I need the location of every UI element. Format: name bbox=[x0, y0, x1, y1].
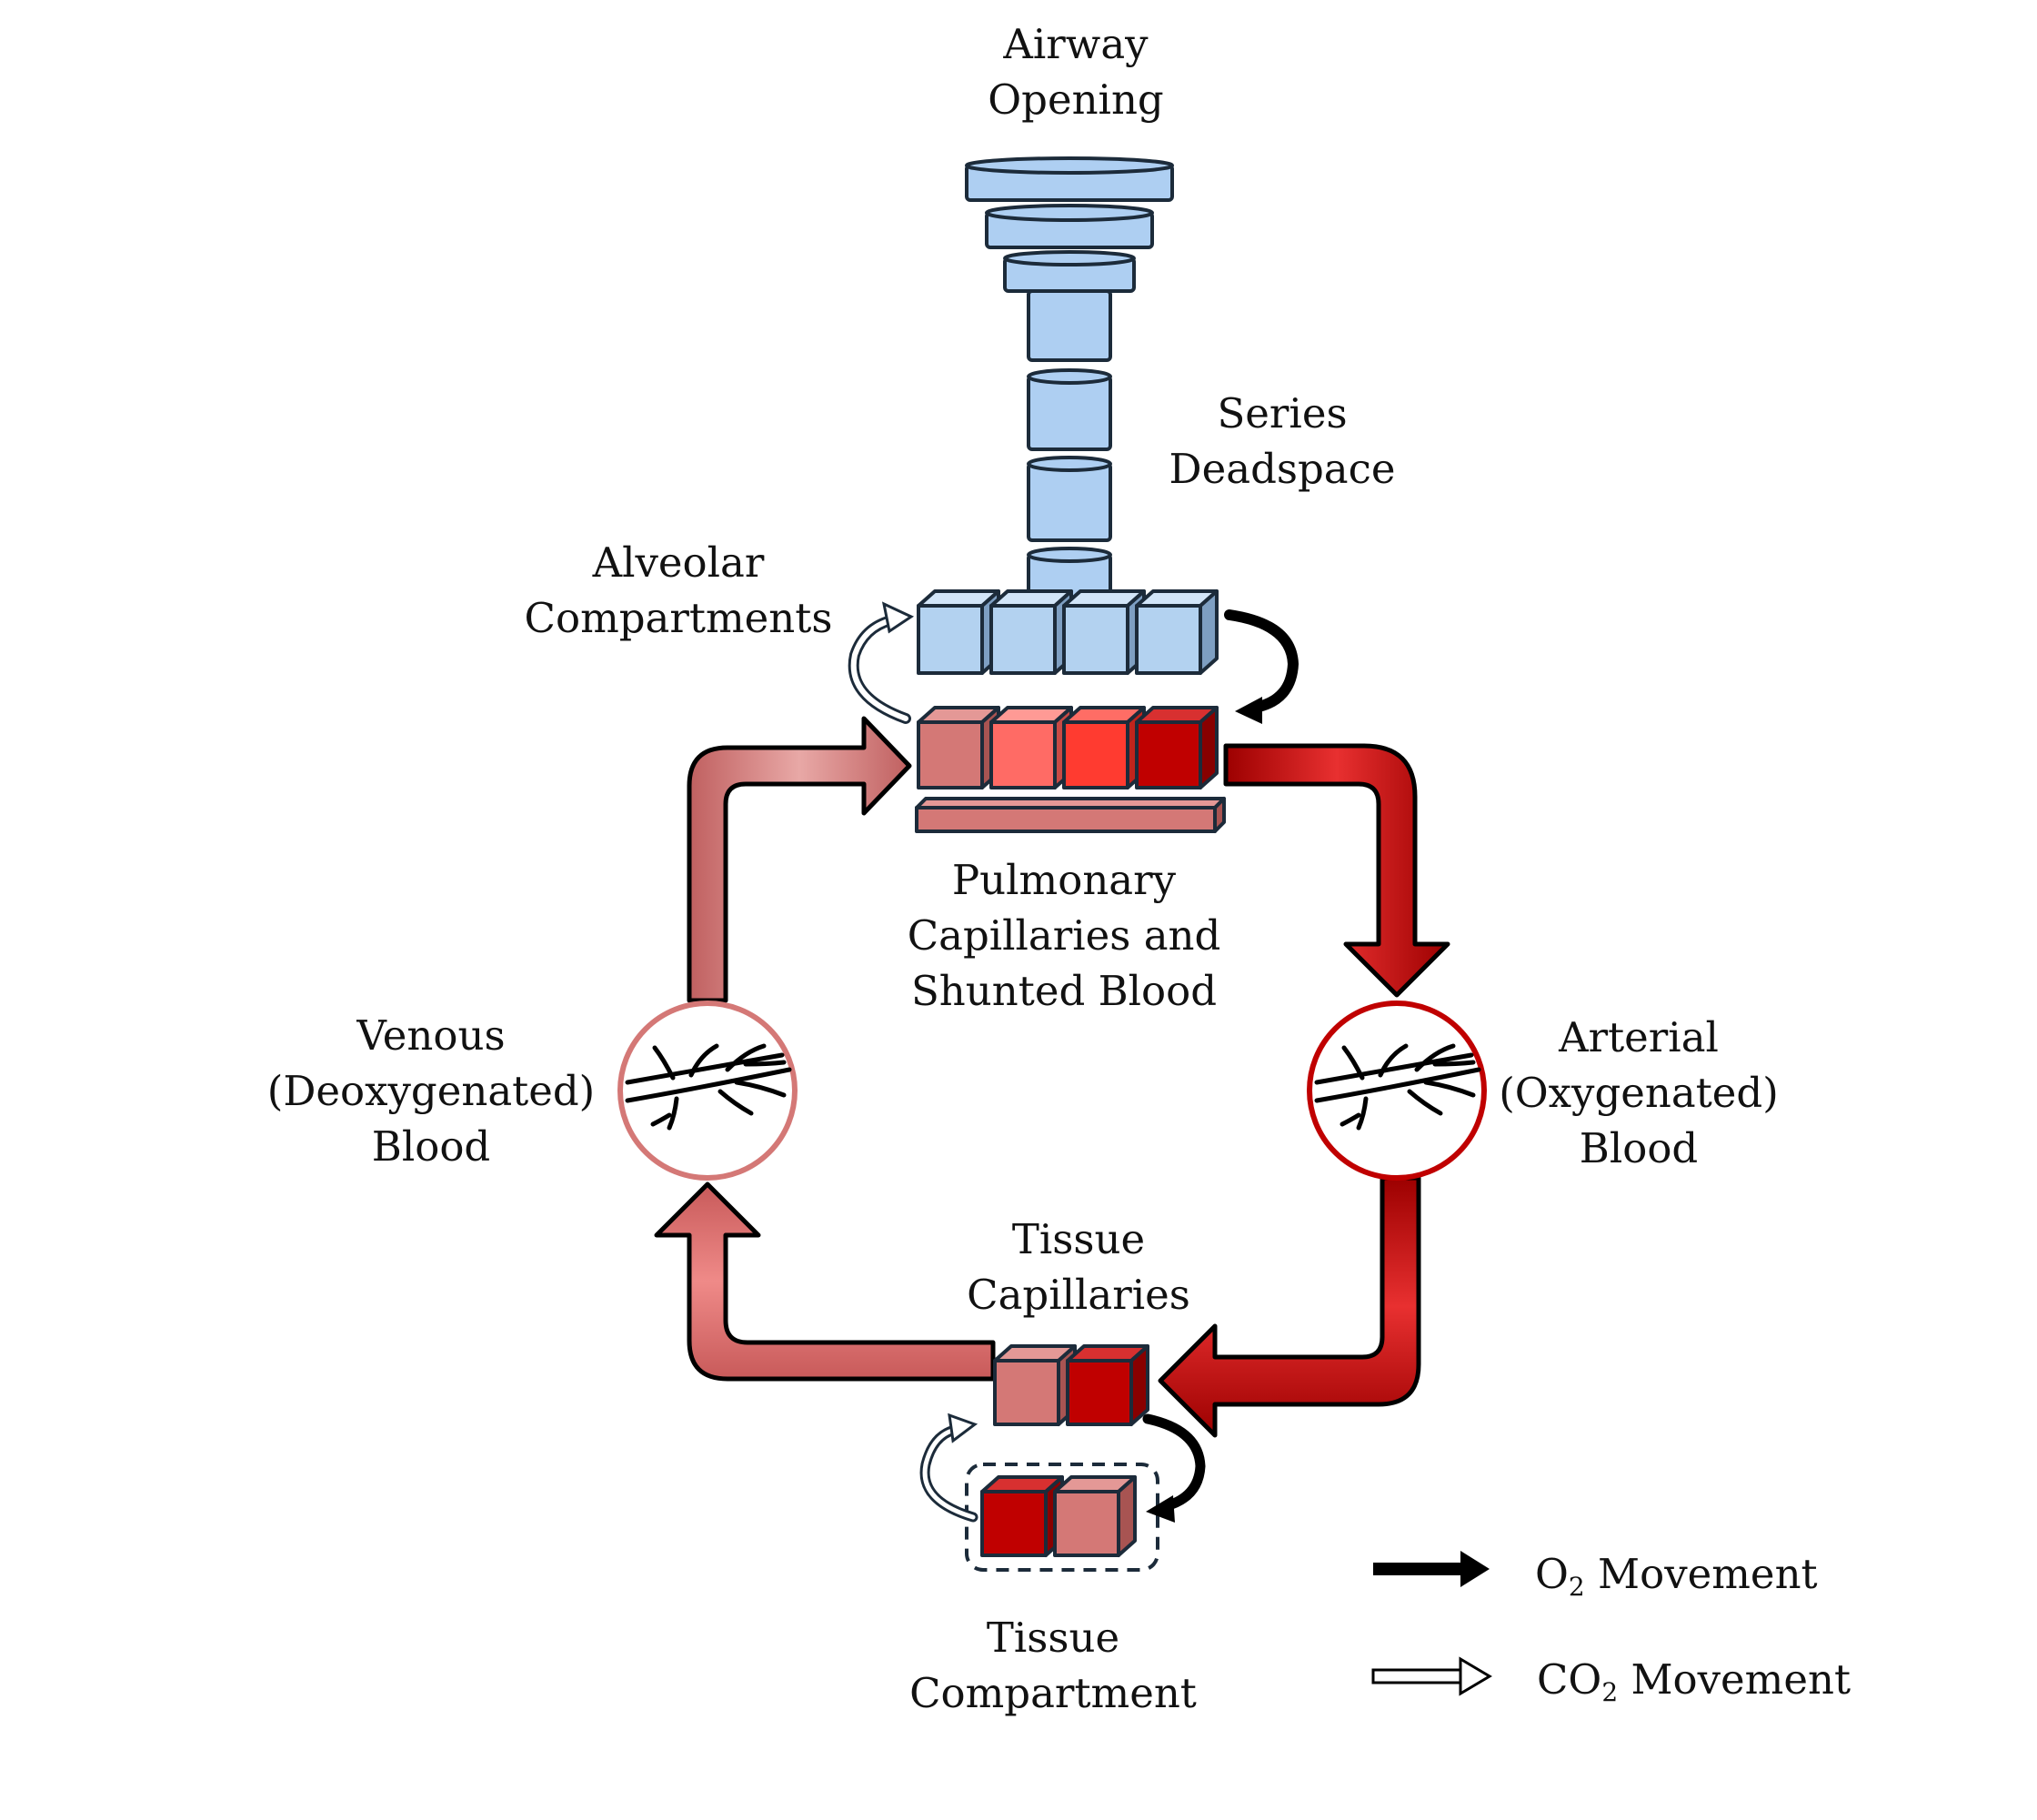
pulmonary-to-arterial-arrow bbox=[1223, 743, 1450, 998]
alveolar-co2-arrow bbox=[848, 601, 915, 724]
alveolar-cube-4 bbox=[1135, 589, 1219, 675]
shunted-blood-bar bbox=[915, 797, 1226, 833]
tissue-o2-arrow bbox=[1142, 1413, 1206, 1523]
tissue-cube-2 bbox=[1053, 1475, 1137, 1557]
alveolar-cube-3 bbox=[1062, 589, 1146, 675]
venous-blood-label: Venous(Deoxygenated)Blood bbox=[266, 1011, 596, 1171]
arterial-blood-circle bbox=[1307, 1000, 1487, 1181]
tissue-to-venous-arrow bbox=[654, 1181, 996, 1382]
airway-disc-1 bbox=[965, 156, 1174, 202]
airway-disc-3 bbox=[1003, 250, 1136, 293]
alveolar-o2-arrow bbox=[1224, 609, 1299, 724]
airway-tube-1 bbox=[1027, 289, 1112, 362]
airway-tube-4 bbox=[1027, 547, 1112, 602]
tissue-capillary-cube-2 bbox=[1066, 1344, 1149, 1426]
alveolar-cube-1 bbox=[917, 589, 1000, 675]
tissue-capillary-cube-1 bbox=[993, 1344, 1077, 1426]
arterial-blood-label: Arterial(Oxygenated)Blood bbox=[1499, 1013, 1779, 1172]
airway-tube-3 bbox=[1027, 456, 1112, 542]
airway-tube-2 bbox=[1027, 368, 1112, 451]
legend-co2-label: CO2 Movement bbox=[1537, 1655, 1851, 1707]
airway-tree bbox=[965, 156, 1174, 602]
tissue-capillaries bbox=[993, 1344, 1149, 1426]
alveolar-cube-2 bbox=[989, 589, 1073, 675]
tissue-cube-1 bbox=[980, 1475, 1064, 1557]
tissue-compartment bbox=[965, 1463, 1159, 1572]
legend-o2-arrow bbox=[1373, 1551, 1490, 1587]
tissue-co2-arrow bbox=[919, 1413, 978, 1523]
pulmonary-cube-3 bbox=[1062, 706, 1146, 789]
pulmonary-cube-4 bbox=[1135, 706, 1219, 789]
airway-disc-2 bbox=[985, 204, 1154, 249]
legend-co2-arrow bbox=[1371, 1656, 1492, 1696]
pulmonary-cube-2 bbox=[989, 706, 1073, 789]
arterial-to-tissue-arrow bbox=[1158, 1175, 1421, 1438]
legend-o2-label: O2 Movement bbox=[1535, 1550, 1818, 1602]
pulmonary-cube-1 bbox=[917, 706, 1000, 789]
pulmonary-capillaries bbox=[917, 706, 1219, 789]
alveolar-compartments bbox=[917, 589, 1219, 675]
venous-blood-circle bbox=[617, 1000, 798, 1181]
venous-to-pulmonary-arrow bbox=[687, 716, 912, 1003]
